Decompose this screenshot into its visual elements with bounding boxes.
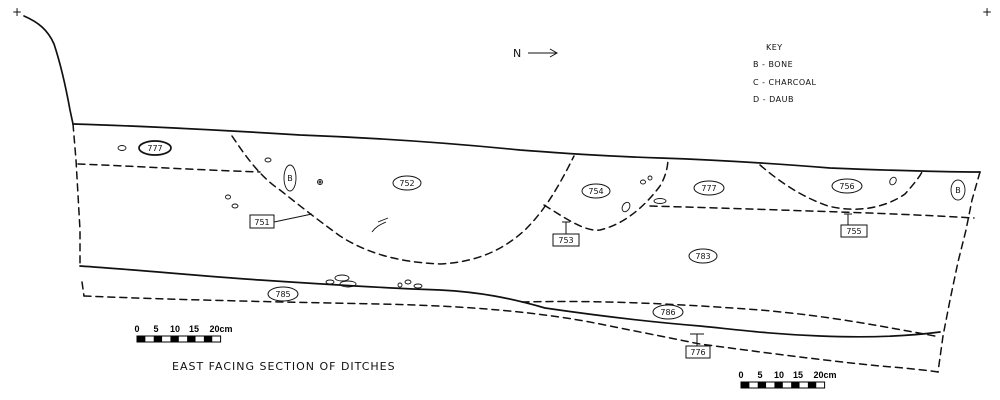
boundary-upper-fills [649, 205, 975, 219]
scale-bar-segment [791, 382, 800, 388]
scale-tick-label: 0 [134, 324, 139, 334]
svg-text:786: 786 [660, 308, 675, 317]
scale-bar-segment [774, 382, 783, 388]
cut-751: 751 [249, 213, 313, 229]
corner-mark-left: + [12, 5, 22, 19]
context-756: 756 [831, 178, 863, 194]
section-title: EAST FACING SECTION OF DITCHES [172, 360, 396, 373]
scale-bar-segment [807, 382, 817, 388]
svg-text:785: 785 [275, 290, 290, 299]
scale-tick-label: 15 [189, 324, 199, 334]
scale-tick-label: 5 [757, 370, 762, 380]
svg-text:755: 755 [846, 227, 861, 236]
context-786: 786 [652, 304, 684, 320]
context-754: 754 [581, 183, 611, 199]
bone-label: B [955, 186, 961, 195]
scale-bar-segment [170, 336, 179, 342]
svg-text:752: 752 [399, 179, 414, 188]
scale-bar-segment [757, 382, 767, 388]
context-777-right: 777 [693, 180, 725, 196]
inclusions-group [117, 145, 897, 289]
section-right-boundary [937, 171, 981, 373]
ditch-cut-753-profile [543, 157, 669, 231]
scale-tick-label: 10 [774, 370, 784, 380]
top-of-786 [521, 300, 936, 337]
key-item-charcoal: C - CHARCOAL [753, 78, 817, 87]
cut-753: 753 [552, 221, 580, 247]
context-752: 752 [392, 175, 422, 191]
bone-label: B [287, 174, 293, 183]
svg-text:777: 777 [701, 184, 716, 193]
scale-tick-label: 5 [153, 324, 158, 334]
ground-surface-line [72, 123, 981, 173]
context-785: 785 [267, 286, 299, 302]
svg-text:751: 751 [254, 218, 269, 227]
scale-bar-segment [741, 382, 750, 388]
context-777-left: 777 [138, 140, 172, 156]
north-arrow: N [513, 47, 559, 60]
svg-text:777: 777 [147, 144, 162, 153]
key-heading: KEY [766, 43, 783, 52]
svg-text:754: 754 [588, 187, 603, 196]
scale-tick-label: 20cm [209, 324, 232, 334]
section-left-boundary [72, 123, 85, 297]
scale-tick-label: 0 [738, 370, 743, 380]
north-label: N [513, 47, 521, 60]
boundary-777-lower [77, 163, 261, 173]
section-left-edge [23, 15, 74, 125]
scale-tick-label: 20cm [813, 370, 836, 380]
cut-755: 755 [840, 213, 868, 238]
svg-text:776: 776 [690, 348, 705, 357]
scale-bar-segment [137, 336, 146, 342]
scale-bar-left: 0 5 10 15 20cm [134, 324, 233, 343]
scale-tick-label: 10 [170, 324, 180, 334]
bone-inclusion-2: B [950, 179, 966, 201]
key-item-bone: B - BONE [753, 60, 793, 69]
ditch-cut-751-profile [231, 135, 575, 265]
scale-bar-segment [187, 336, 196, 342]
scale-tick-label: 15 [793, 370, 803, 380]
svg-text:753: 753 [558, 236, 573, 245]
svg-text:756: 756 [839, 182, 854, 191]
bone-inclusion-1: B [283, 164, 297, 192]
key-item-daub: D - DAUB [753, 95, 794, 104]
scale-bar-right: 0 5 10 15 20cm [738, 370, 837, 389]
cut-776: 776 [685, 333, 711, 359]
ditch-cut-755-profile [759, 164, 923, 210]
scale-bar-segment [153, 336, 163, 342]
scale-bar-segment [203, 336, 213, 342]
corner-mark-right: + [982, 5, 992, 19]
interface-783-785 [79, 265, 941, 338]
interface-785-786-lower [83, 295, 939, 373]
svg-text:783: 783 [695, 252, 710, 261]
context-783: 783 [688, 248, 718, 264]
legend-key: KEY B - BONE C - CHARCOAL D - DAUB [753, 43, 817, 104]
